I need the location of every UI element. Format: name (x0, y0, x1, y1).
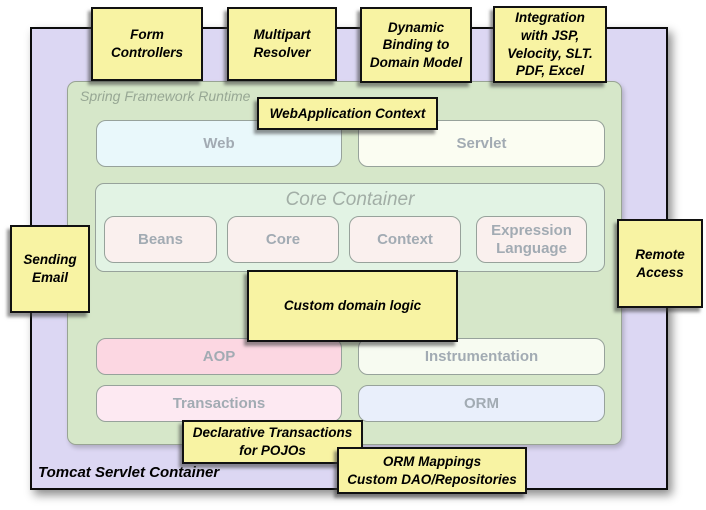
module-core: Core (227, 216, 339, 263)
note-declarative-transactions: Declarative Transactions for POJOs (182, 420, 363, 464)
note-webapplication-context: WebApplication Context (257, 97, 438, 130)
note-multipart-resolver: Multipart Resolver (227, 7, 337, 81)
module-expression-language: Expression Language (476, 216, 587, 263)
module-aop: AOP (96, 338, 342, 375)
tomcat-servlet-container-label: Tomcat Servlet Container (38, 464, 220, 481)
module-web: Web (96, 120, 342, 167)
module-transactions: Transactions (96, 385, 342, 422)
module-beans: Beans (104, 216, 217, 263)
note-sending-email: Sending Email (10, 225, 90, 313)
module-context: Context (349, 216, 461, 263)
note-custom-domain-logic: Custom domain logic (247, 270, 458, 342)
module-instrumentation: Instrumentation (358, 338, 605, 375)
spring-framework-runtime-label: Spring Framework Runtime (80, 88, 251, 104)
core-container-title: Core Container (285, 189, 415, 210)
note-orm-mappings: ORM Mappings Custom DAO/Repositories (337, 447, 527, 494)
module-orm: ORM (358, 385, 605, 422)
note-dynamic-binding: Dynamic Binding to Domain Model (360, 7, 472, 83)
note-integration-views: Integration with JSP, Velocity, SLT. PDF… (493, 6, 607, 83)
note-form-controllers: Form Controllers (91, 7, 203, 81)
note-remote-access: Remote Access (617, 219, 703, 308)
